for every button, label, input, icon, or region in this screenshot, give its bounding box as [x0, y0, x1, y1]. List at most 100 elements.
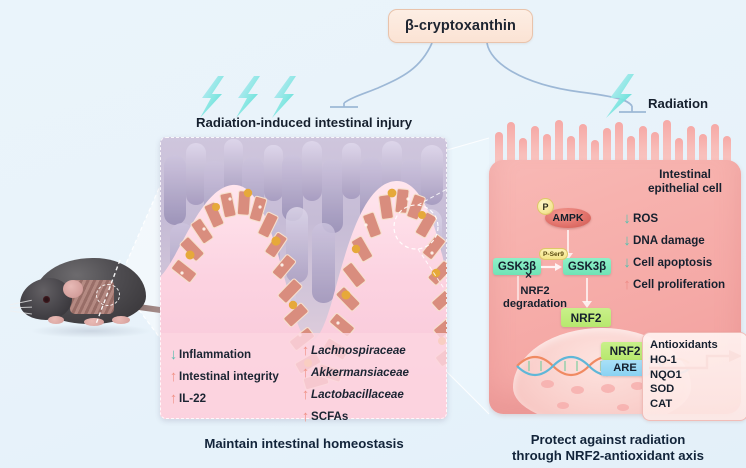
ampk-node: AMPK [545, 208, 591, 228]
ampk-label: AMPK [552, 212, 584, 224]
outcome-item: ↓ DNA damage [621, 230, 739, 251]
outcome-list: ↓ ROS ↓ DNA damage ↓ Cell apoptosis ↑ Ce… [621, 208, 739, 296]
legend-item: ↑ SCFAs [300, 406, 446, 426]
gsk3b-phospho-label: GSK3β [567, 260, 607, 273]
lightning-bolt-2 [236, 76, 260, 118]
outcome-item: ↓ ROS [621, 208, 739, 229]
are-label: ARE [613, 362, 637, 374]
gsk3b-active-label: GSK3β [497, 260, 537, 273]
antioxidant-ho1: HO-1 [650, 353, 677, 366]
legend-column-microbiota: ↑ Lachnospiraceae ↑ Akkermansiaceae ↑ La… [300, 340, 446, 428]
arrow-up-icon: ↑ [623, 276, 631, 293]
arrow-down-icon: ↓ [623, 254, 631, 271]
legend-item: ↑ Intestinal integrity [168, 366, 296, 386]
outcome-item: ↑ Cell proliferation [621, 274, 739, 295]
goblet-cells [185, 188, 446, 367]
legend-label: Lachnospiraceae [311, 343, 406, 357]
outcome-label: Cell apoptosis [633, 256, 713, 269]
villus-zoom-circle [393, 204, 439, 250]
nrf2-cytoplasm-label: NRF2 [570, 310, 602, 325]
legend-item: ↑ Akkermansiaceae [300, 362, 446, 382]
mouse-callout-circle [96, 284, 120, 306]
right-caption-line2: through NRF2-antioxidant axis [512, 448, 704, 464]
outcome-label: ROS [633, 212, 659, 225]
mouse-foot-rear [112, 316, 130, 324]
antioxidants-card: Antioxidants HO-1 NQO1 SOD CAT [642, 332, 746, 421]
legend-label: IL-22 [179, 391, 207, 405]
intestinal-villi-panel [160, 137, 447, 419]
nrf2-nucleus-node: NRF2 [601, 342, 649, 360]
antioxidant-nqo1: NQO1 [650, 368, 682, 381]
legend-label: SCFAs [311, 409, 349, 423]
lightning-bolt-3 [272, 76, 296, 118]
right-panel-caption: Protect against radiation through NRF2-a… [470, 432, 746, 464]
compound-title-text: β-cryptoxanthin [404, 18, 517, 34]
nrf2-nucleus-label: NRF2 [609, 344, 641, 358]
nrf2-cytoplasm-node: NRF2 [561, 308, 611, 327]
arrow-up-icon: ↑ [169, 367, 178, 385]
connector-left [343, 42, 433, 104]
label-radiation-induced-injury: Radiation-induced intestinal injury [196, 115, 413, 130]
gsk3b-phospho-node: GSK3β [563, 258, 611, 275]
callout-dash-cell-top [446, 137, 490, 151]
arrow-gsk3b-to-nrf2 [586, 278, 589, 302]
lightning-bolt-1 [200, 76, 224, 118]
outcome-label: Cell proliferation [633, 278, 726, 291]
callout-dash-cell-bottom [446, 371, 490, 415]
legend-column-host: ↓ Inflammation ↑ Intestinal integrity ↑ … [168, 344, 296, 410]
legend-item: ↓ Inflammation [168, 344, 296, 364]
arrow-up-icon: ↑ [301, 363, 310, 381]
antioxidant-cat: CAT [650, 398, 673, 411]
cell-name-label: Intestinal epithelial cell [631, 167, 739, 196]
left-panel-legend: ↓ Inflammation ↑ Intestinal integrity ↑ … [168, 340, 440, 424]
arrow-ampk-to-gsk3b [567, 230, 570, 254]
phospho-badge-icon: P [537, 198, 554, 215]
legend-label: Lactobacillaceae [311, 387, 404, 401]
microvilli-brush-border [489, 116, 741, 166]
legend-label: Akkermansiaceae [311, 365, 409, 379]
mouse-illustration [8, 244, 171, 354]
right-caption-line1: Protect against radiation [530, 432, 686, 447]
arrow-gsk3b-to-degradation [517, 276, 519, 300]
phospho-badge-label: P [542, 201, 549, 212]
arrow-up-icon: ↑ [301, 407, 310, 425]
mouse-eye [43, 296, 50, 303]
callout-wedge-mouse [118, 186, 160, 338]
compound-title-pill: β-cryptoxanthin [388, 9, 533, 43]
mouse-foot-front [48, 316, 64, 324]
outcome-label: DNA damage [633, 234, 705, 247]
villi-epithelium [160, 180, 447, 419]
arrow-up-icon: ↑ [169, 389, 178, 407]
gsk3b-active-node: GSK3β [493, 258, 541, 275]
arrow-up-icon: ↑ [301, 385, 310, 403]
lightning-bolt-right-1 [606, 74, 634, 118]
degradation-line2: degradation [502, 298, 568, 311]
callout-wedge-cell [447, 138, 489, 414]
legend-label: Inflammation [179, 347, 252, 361]
legend-item: ↑ Lachnospiraceae [300, 340, 446, 360]
lightning-bolts-right [606, 74, 634, 118]
cell-name-line2: epithelial cell [647, 180, 723, 195]
are-element-node: ARE [601, 360, 649, 376]
outcome-item: ↓ Cell apoptosis [621, 252, 739, 273]
degradation-blocked-icon: × [525, 268, 533, 282]
left-panel-caption: Maintain intestinal homeostasis [204, 436, 404, 451]
arrow-down-icon: ↓ [623, 210, 631, 227]
mouse-shadow [30, 324, 152, 338]
label-radiation: Radiation [648, 96, 709, 111]
mouse-ear [63, 280, 83, 298]
pser9-badge-label: P-Ser9 [543, 250, 564, 258]
mouse-foot-mid [84, 318, 104, 326]
legend-item: ↑ Lactobacillaceae [300, 384, 446, 404]
lightning-bolts-left [200, 76, 296, 118]
arrow-down-icon: ↓ [623, 232, 631, 249]
arrow-up-icon: ↑ [301, 341, 310, 359]
legend-label: Intestinal integrity [179, 369, 279, 383]
arrow-down-icon: ↓ [169, 345, 178, 363]
legend-item: ↑ IL-22 [168, 388, 296, 408]
degradation-line1: NRF2 [520, 285, 550, 297]
pser9-badge-icon: P-Ser9 [539, 248, 568, 260]
mouse-cut-line [95, 259, 121, 325]
nrf2-degradation-label: NRF2 degradation [497, 285, 573, 312]
